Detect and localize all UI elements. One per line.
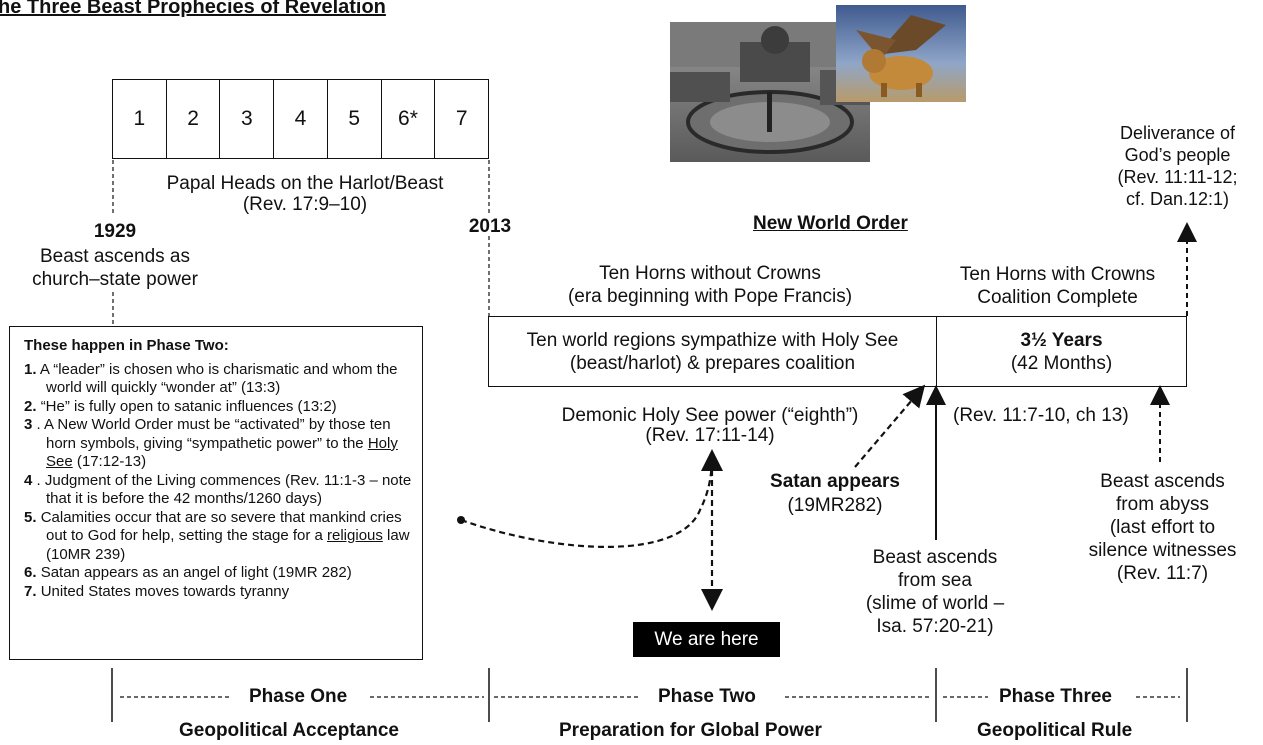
deliverance-line-1: Deliverance of [1119, 123, 1236, 143]
papal-heads-reference: (Rev. 17:9–10) [242, 194, 368, 215]
deliverance-line-4: cf. Dan.12:1) [1125, 189, 1230, 209]
list-item-number: 5. [24, 508, 37, 526]
we-are-here-marker: We are here [633, 622, 780, 657]
regions-line-2: (beast/harlot) & prepares coalition [569, 352, 856, 374]
phase-three-label: Phase Three [999, 686, 1112, 707]
beast-ascends-church-state: Beast ascends as church–state power [10, 245, 220, 291]
ten-world-regions-text: Ten world regions sympathize with Holy S… [489, 317, 937, 386]
ten-horns-without-crowns: Ten Horns without Crowns (era beginning … [520, 262, 900, 308]
list-item-text-suffix: (17:12-13) [72, 453, 147, 470]
diagram-title: he Three Beast Prophecies of Revelation [0, 0, 386, 18]
papal-head-cell: 4 [274, 80, 328, 158]
papal-head-cell: 5 [328, 80, 382, 158]
demonic-holy-see-label: Demonic Holy See power (“eighth”) (Rev. … [530, 404, 890, 447]
horns-without-line-1: Ten Horns without Crowns [599, 263, 821, 284]
beast-abyss-line-2: from abyss [1116, 494, 1209, 515]
demonic-line-2: (Rev. 17:11-14) [645, 425, 775, 446]
phase-two-events-box: These happen in Phase Two: 1. A “leader”… [9, 326, 423, 660]
list-item-text: . A New World Order must be “activated” … [36, 416, 391, 452]
phase-two-list-item: 6. Satan appears as an angel of light (1… [24, 564, 412, 583]
papal-head-cell: 6* [382, 80, 436, 158]
list-item-underlined-text: Holy See [46, 434, 398, 471]
beast-church-line-1: Beast ascends as [40, 246, 190, 267]
beast-sea-line-4: Isa. 57:20-21) [876, 616, 994, 637]
deliverance-label: Deliverance of God’s people (Rev. 11:11-… [1100, 122, 1255, 210]
papal-head-cell: 1 [113, 80, 167, 158]
three-and-half-years-cell: 3½ Years (42 Months) [937, 317, 1186, 386]
phase-one-label: Phase One [249, 686, 348, 707]
winged-beast-artwork [836, 5, 966, 102]
list-item-text: United States moves towards tyranny [40, 582, 290, 600]
satan-appears-reference: (19MR282) [787, 495, 883, 516]
papal-head-cell: 3 [220, 80, 275, 158]
phase-two-list-item: 7. United States moves towards tyranny [24, 583, 412, 602]
beast-abyss-line-5: (Rev. 11:7) [1116, 563, 1209, 584]
satan-appears-label: Satan appears [770, 471, 900, 492]
rev-11-7-10-reference: (Rev. 11:7-10, ch 13) [953, 405, 1129, 426]
beast-ascends-from-sea: Beast ascends from sea (slime of world –… [840, 546, 1030, 638]
list-item-text-suffix: law (10MR 239) [46, 527, 410, 563]
papal-heads-caption-line: Papal Heads on the Harlot/Beast [166, 173, 444, 194]
beast-sea-line-2: from sea [898, 570, 972, 591]
new-world-order-heading: New World Order [753, 213, 908, 234]
list-item-text: . Judgment of the Living commences (Rev.… [36, 471, 412, 508]
forty-two-months-text: (42 Months) [1010, 352, 1113, 374]
list-item-number: 6. [24, 564, 37, 581]
beast-church-line-2: church–state power [32, 269, 198, 290]
list-item-number: 7. [24, 582, 37, 600]
list-item-number: 4 [24, 471, 33, 489]
beast-ascends-from-abyss: Beast ascends from abyss (last effort to… [1070, 470, 1255, 585]
papal-head-cell: 2 [167, 80, 221, 158]
papal-heads-caption: Papal Heads on the Harlot/Beast (Rev. 17… [120, 172, 490, 216]
phase-two-list-item: 5. Calamities occur that are so severe t… [24, 509, 412, 565]
list-item-text: A “leader” is chosen who is charismatic … [39, 360, 398, 397]
horns-with-line-1: Ten Horns with Crowns [959, 264, 1156, 285]
beast-sea-line-1: Beast ascends [872, 547, 998, 568]
list-item-text: “He” is fully open to satanic influences… [40, 397, 337, 415]
ten-horns-with-crowns: Ten Horns with Crowns Coalition Complete [940, 263, 1175, 309]
list-item-number: 1. [24, 360, 37, 378]
list-item-number: 3 [24, 416, 33, 433]
phase-three-subtitle: Geopolitical Rule [977, 720, 1133, 741]
beast-abyss-line-1: Beast ascends [1100, 471, 1225, 492]
deliverance-line-2: God’s people [1124, 145, 1231, 165]
beast-abyss-line-4: silence witnesses [1088, 540, 1237, 561]
list-item-text: Calamities occur that are so severe that… [40, 508, 402, 545]
list-item-underlined-text: religious [327, 527, 383, 544]
phase-one-subtitle: Geopolitical Acceptance [179, 720, 399, 741]
phase-two-list-item: 2. “He” is fully open to satanic influen… [24, 398, 412, 417]
year-2013: 2013 [468, 216, 512, 237]
beast-abyss-line-3: (last effort to [1109, 517, 1216, 538]
new-world-order-timeline-box: Ten world regions sympathize with Holy S… [488, 316, 1187, 387]
deliverance-line-3: (Rev. 11:11-12; [1117, 167, 1238, 187]
horns-with-line-2: Coalition Complete [977, 287, 1138, 308]
phase-two-subtitle: Preparation for Global Power [559, 720, 822, 741]
phase-two-list: 1. A “leader” is chosen who is charismat… [24, 361, 412, 602]
list-item-text: Satan appears as an angel of light (19MR… [40, 564, 352, 581]
phase-two-list-item: 1. A “leader” is chosen who is charismat… [24, 361, 412, 398]
horns-without-line-2: (era beginning with Pope Francis) [567, 286, 853, 307]
demonic-line-1: Demonic Holy See power (“eighth”) [561, 405, 859, 426]
phase-two-label: Phase Two [658, 686, 756, 707]
list-item-number: 2. [24, 397, 37, 415]
regions-line-1: Ten world regions sympathize with Holy S… [526, 329, 899, 351]
year-1929: 1929 [93, 221, 137, 242]
phase-two-heading: These happen in Phase Two: [24, 337, 229, 354]
three-and-half-years-title: 3½ Years [1020, 329, 1103, 351]
beast-sea-line-3: (slime of world – [865, 593, 1005, 614]
phase-two-list-item: 3 . A New World Order must be “activated… [24, 416, 412, 472]
phase-two-list-item: 4 . Judgment of the Living commences (Re… [24, 472, 412, 509]
papal-head-cell: 7 [455, 107, 468, 130]
